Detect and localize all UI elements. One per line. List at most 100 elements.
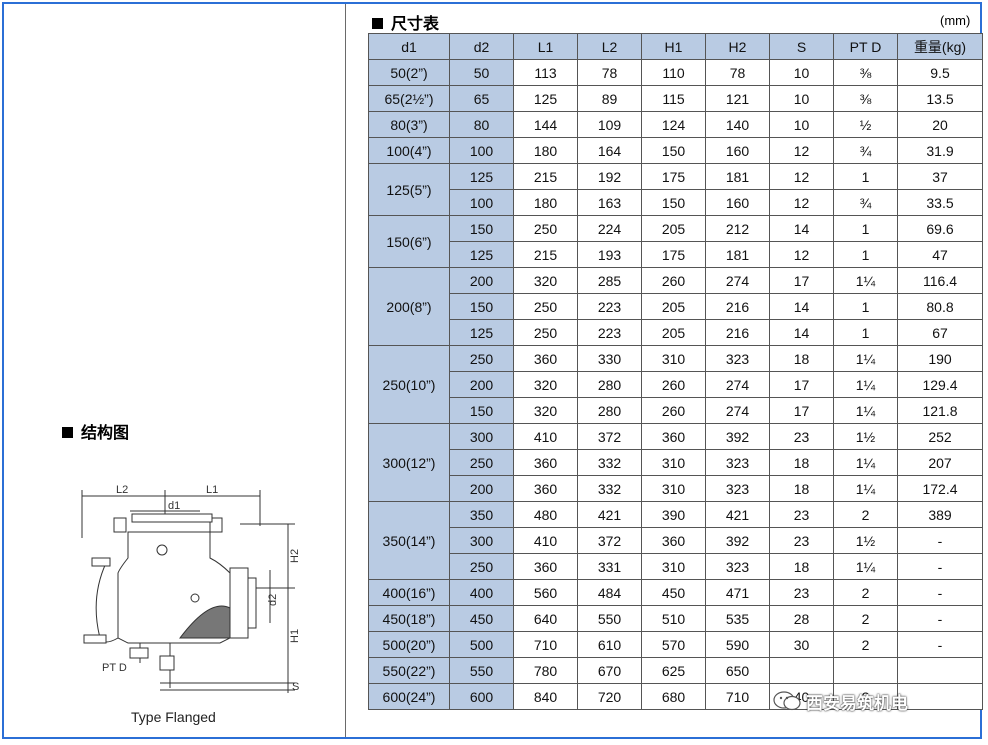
table-cell: 350	[449, 501, 514, 528]
table-cell: 12	[769, 163, 834, 190]
table-cell: 163	[577, 189, 642, 216]
table-cell: 12	[769, 137, 834, 164]
table-cell: 710	[513, 631, 578, 658]
table-cell: 180	[513, 137, 578, 164]
square-bullet-icon	[372, 18, 383, 29]
table-cell: 372	[577, 423, 642, 450]
table-cell: 274	[705, 397, 770, 424]
column-header: d2	[449, 33, 514, 60]
table-cell: 450	[641, 579, 706, 606]
table-cell: 50	[449, 59, 514, 86]
table-cell: 125	[513, 85, 578, 112]
table-cell: 670	[577, 657, 642, 684]
cell-d1: 80(3”)	[368, 111, 450, 138]
table-cell: 360	[641, 423, 706, 450]
table-cell: 1	[833, 293, 898, 320]
table-cell: 215	[513, 163, 578, 190]
table-cell: 1¼	[833, 345, 898, 372]
label-H2: H2	[289, 549, 301, 563]
table-cell: 175	[641, 241, 706, 268]
table-cell: 181	[705, 241, 770, 268]
table-cell: 113	[513, 59, 578, 86]
table-cell: 9.5	[897, 59, 983, 86]
table-cell: 1¼	[833, 475, 898, 502]
table-cell: 200	[449, 475, 514, 502]
table-cell: 600	[449, 683, 514, 710]
table-cell: 323	[705, 475, 770, 502]
table-cell: 2	[833, 631, 898, 658]
cell-d1: 200(8”)	[368, 267, 450, 346]
table-cell: 300	[449, 423, 514, 450]
table-cell: -	[897, 631, 983, 658]
table-cell: 28	[769, 605, 834, 632]
table-cell: 389	[897, 501, 983, 528]
table-cell: 471	[705, 579, 770, 606]
table-cell: 720	[577, 683, 642, 710]
table-cell: 323	[705, 345, 770, 372]
table-cell: -	[897, 605, 983, 632]
table-cell: 205	[641, 215, 706, 242]
label-d1: d1	[168, 500, 180, 512]
table-cell: 310	[641, 345, 706, 372]
unit-label: (mm)	[940, 13, 971, 28]
table-cell: 30	[769, 631, 834, 658]
table-cell: 121	[705, 85, 770, 112]
table-cell: 260	[641, 267, 706, 294]
table-cell: 12	[769, 241, 834, 268]
table-cell	[897, 683, 983, 710]
label-L2: L2	[116, 484, 128, 496]
table-cell: 250	[513, 319, 578, 346]
table-cell: 125	[449, 319, 514, 346]
watermark-text: 西安易筑机电	[806, 693, 908, 714]
dimension-section-title: 尺寸表	[372, 10, 439, 34]
table-cell: 223	[577, 319, 642, 346]
table-cell: 116.4	[897, 267, 983, 294]
table-cell: 250	[449, 553, 514, 580]
table-cell: 300	[449, 527, 514, 554]
column-header: H2	[705, 33, 770, 60]
table-cell: 110	[641, 59, 706, 86]
cell-d1: 125(5”)	[368, 163, 450, 216]
table-cell: 1½	[833, 423, 898, 450]
table-cell: 320	[513, 371, 578, 398]
table-cell: 331	[577, 553, 642, 580]
table-cell: 65	[449, 85, 514, 112]
table-cell: 840	[513, 683, 578, 710]
table-cell: 150	[449, 293, 514, 320]
table-cell: 125	[449, 163, 514, 190]
table-cell: 216	[705, 319, 770, 346]
column-header: S	[769, 33, 834, 60]
table-cell: 10	[769, 85, 834, 112]
cell-d1: 100(4”)	[368, 137, 450, 164]
table-cell: 160	[705, 137, 770, 164]
table-cell: 310	[641, 553, 706, 580]
cell-d1: 350(14”)	[368, 501, 450, 580]
table-cell: 310	[641, 475, 706, 502]
table-cell: 625	[641, 657, 706, 684]
table-cell: 1	[833, 215, 898, 242]
table-cell: 23	[769, 579, 834, 606]
cell-d1: 450(18”)	[368, 605, 450, 632]
table-cell: 13.5	[897, 85, 983, 112]
column-header: H1	[641, 33, 706, 60]
square-bullet-icon	[62, 427, 73, 438]
table-cell: 450	[449, 605, 514, 632]
table-cell: ⅜	[833, 85, 898, 112]
column-header: L1	[513, 33, 578, 60]
table-cell: 18	[769, 475, 834, 502]
table-cell: 560	[513, 579, 578, 606]
table-cell: 216	[705, 293, 770, 320]
cell-d1: 550(22”)	[368, 657, 450, 684]
column-header: PT D	[833, 33, 898, 60]
table-cell	[769, 657, 834, 684]
